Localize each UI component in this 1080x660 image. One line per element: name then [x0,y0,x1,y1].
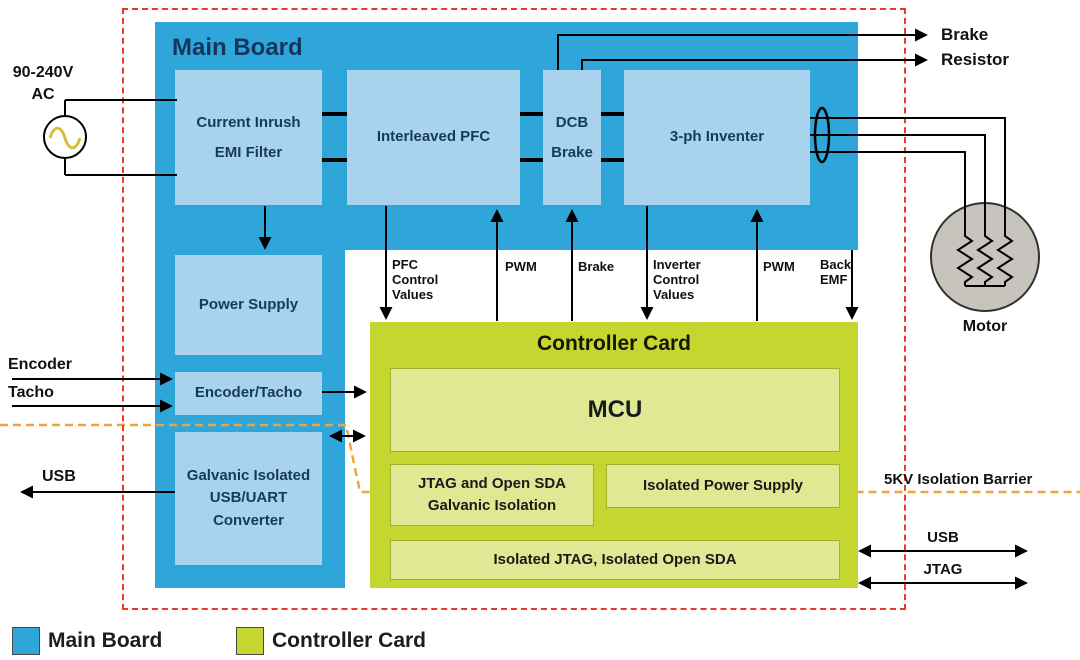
label-encoder: Encoder [8,356,73,373]
block-interleaved-pfc: Interleaved PFC [347,70,520,205]
block-3ph-inverter: 3-ph Inventer [624,70,810,205]
label-inverter-control-values: Inverter Control Values [653,257,701,302]
ac-sine-icon [48,126,82,150]
block-isolated-power-supply: Isolated Power Supply [606,464,840,508]
block-emi-filter: Current Inrush EMI Filter [175,70,322,205]
block-jtag-isolation: JTAG and Open SDA Galvanic Isolation [390,464,594,526]
block-power-supply: Power Supply [175,255,322,355]
block-encoder-tacho: Encoder/Tacho [175,372,322,415]
block-usb-uart-converter-line2: USB/UART [209,489,288,507]
legend-controller-card-swatch [236,627,264,655]
label-pwm-right: PWM [763,259,795,274]
label-ac-source: 90-240V AC [12,64,74,103]
controller-card-title: Controller Card [536,332,691,355]
label-jtag-right: JTAG [923,561,963,578]
main-board-title: Main Board [172,34,303,61]
block-jtag-isolation-line2: Galvanic Isolation [427,497,557,514]
block-dcb-brake: DCB Brake [543,70,601,205]
label-pwm-left: PWM [505,259,537,274]
block-dcb-brake-line2: Brake [551,143,593,161]
block-isolated-power-supply-label: Isolated Power Supply [642,476,804,494]
motor-windings [956,232,1014,287]
block-usb-uart-converter: Galvanic Isolated USB/UART Converter [175,432,322,565]
block-isolated-jtag: Isolated JTAG, Isolated Open SDA [390,540,840,580]
label-pfc-control-values: PFC Control Values [392,257,439,302]
motor-icon [930,202,1040,312]
block-power-supply-label: Power Supply [198,295,299,313]
block-emi-filter-line2: EMI Filter [214,143,283,161]
legend-main-board-swatch [12,627,40,655]
label-isolation-barrier: 5KV Isolation Barrier [884,471,1033,488]
label-brake-resistor-line1: Brake [941,25,989,44]
label-usb-right: USB [927,529,959,546]
label-brake-signal: Brake [578,259,615,274]
block-usb-uart-converter-line1: Galvanic Isolated [186,466,311,484]
label-motor: Motor [962,318,1008,335]
label-brake-resistor-line2: Resistor [941,50,1010,69]
block-3ph-inverter-label: 3-ph Inventer [669,128,765,146]
block-interleaved-pfc-label: Interleaved PFC [376,128,491,146]
label-tacho: Tacho [8,384,54,401]
block-jtag-isolation-line1: JTAG and Open SDA [417,474,567,492]
label-back-emf: Back EMF [820,257,852,287]
block-isolated-jtag-label: Isolated JTAG, Isolated Open SDA [493,550,737,568]
ac-source-icon [43,115,87,159]
block-usb-uart-converter-line3: Converter [213,511,284,529]
legend-controller-card-label: Controller Card [272,629,427,652]
legend-main-board-label: Main Board [48,629,163,652]
block-mcu-label: MCU [587,396,643,423]
label-usb-left: USB [42,468,76,485]
block-mcu: MCU [390,368,840,452]
block-dcb-brake-line1: DCB [555,113,589,131]
block-encoder-tacho-label: Encoder/Tacho [194,384,303,402]
block-emi-filter-line1: Current Inrush [196,113,301,131]
